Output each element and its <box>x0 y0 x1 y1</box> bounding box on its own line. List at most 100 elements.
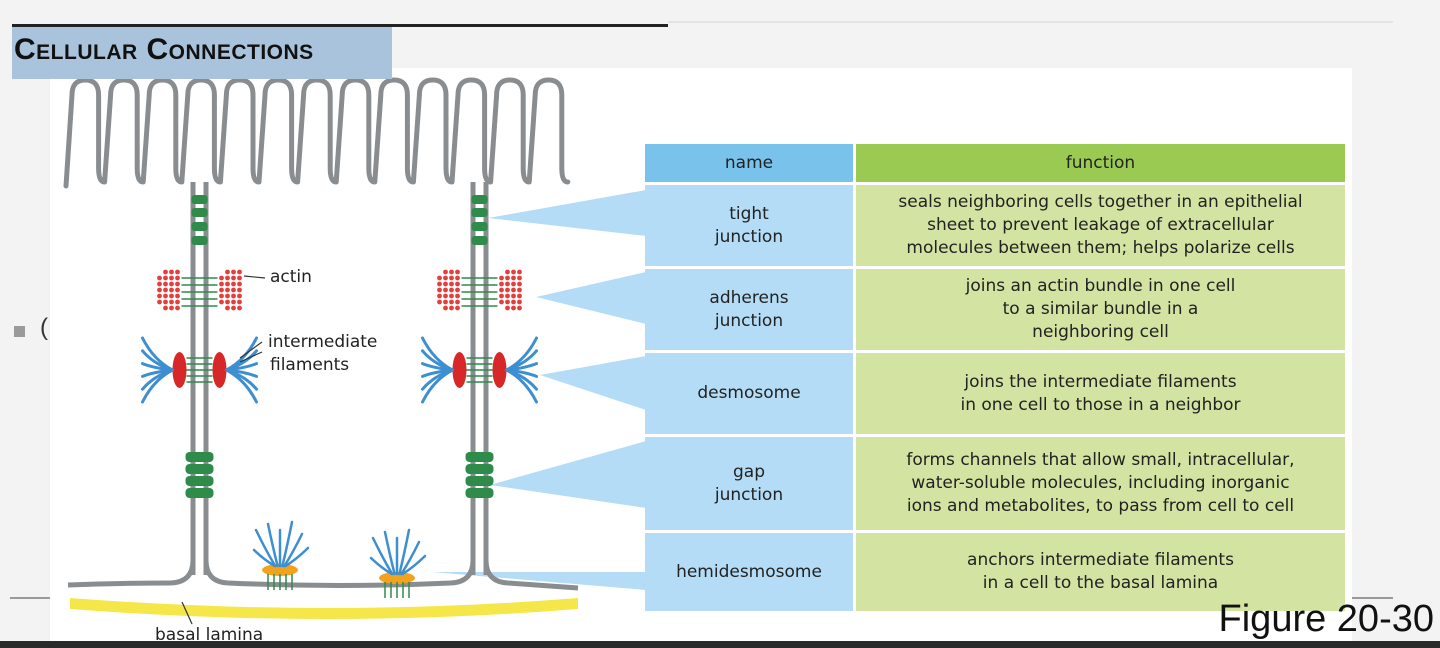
basal-membrane <box>67 580 579 591</box>
junction-name-line: hemidesmosome <box>676 561 822 582</box>
junction-function-line: joins an actin bundle in one cell <box>965 276 1236 296</box>
actin-dot <box>511 305 516 311</box>
actin-dot <box>449 287 454 293</box>
actin-dot <box>499 293 504 299</box>
actin-dot <box>237 305 242 311</box>
actin-dot <box>163 305 168 311</box>
actin-dot <box>219 293 224 299</box>
tight-junction-strand <box>471 236 488 245</box>
actin-dot <box>455 275 460 281</box>
actin-dot <box>169 275 174 281</box>
junction-function-line: anchors intermediate filaments <box>967 550 1234 570</box>
intermediate-filament <box>266 522 279 568</box>
desmosome-plaque <box>172 352 187 388</box>
junction-function-line: forms channels that allow small, intrace… <box>906 450 1295 470</box>
actin-dot <box>225 269 230 275</box>
junction-name-line: junction <box>714 226 784 247</box>
actin-dot <box>517 305 522 311</box>
actin-dot <box>511 281 516 287</box>
actin-dot <box>455 281 460 287</box>
cell-membranes <box>63 77 579 591</box>
actin-dot <box>517 287 522 293</box>
junction-function-line: sheet to prevent leakage of extracellula… <box>927 215 1274 235</box>
intermediate-filament <box>252 548 277 568</box>
junction-name-line: junction <box>714 484 784 505</box>
actin-dot <box>511 287 516 293</box>
junction-name-line: adherens <box>709 287 789 308</box>
actin-dot <box>449 281 454 287</box>
actin-dot <box>443 287 448 293</box>
actin-dot <box>163 287 168 293</box>
label-basal-lamina: basal lamina <box>155 625 263 645</box>
gap-junction-channel <box>465 464 494 474</box>
callout-wedge <box>490 441 646 508</box>
actin-dot <box>505 287 510 293</box>
actin-dot <box>443 305 448 311</box>
title-highlight <box>12 27 392 79</box>
actin-dot <box>499 287 504 293</box>
desmosome-plaque <box>492 352 507 388</box>
bullet-text: ( <box>40 314 48 341</box>
desmosome-plaque <box>452 352 467 388</box>
gap-junction-channel <box>185 464 214 474</box>
basal-curve <box>483 559 509 586</box>
actin-dot <box>499 275 504 281</box>
junction-features <box>141 195 538 598</box>
junction-function-line: water-soluble molecules, including inorg… <box>911 473 1290 493</box>
junction-name-line: gap <box>733 461 765 482</box>
gap-junction-channel <box>185 452 214 462</box>
actin-dot <box>443 275 448 281</box>
intermediate-filament <box>505 368 538 404</box>
hemidesmosome-plaque <box>262 564 298 576</box>
tight-junction-strand <box>191 195 208 204</box>
actin-dot <box>517 269 522 275</box>
actin-dot <box>511 299 516 305</box>
actin-dot <box>163 269 168 275</box>
actin-dot <box>511 293 516 299</box>
gap-junction-channel <box>185 476 214 486</box>
intermediate-filament <box>400 540 421 576</box>
junction-function-line: neighboring cell <box>1032 322 1169 342</box>
junction-name-line: tight <box>729 203 769 224</box>
intermediate-leader <box>239 341 263 363</box>
actin-dot <box>511 269 516 275</box>
title-rule-light <box>668 21 1393 23</box>
tight-junction-strand <box>471 222 488 231</box>
intermediate-filament <box>421 336 454 372</box>
gap-junction-channel <box>185 488 214 498</box>
actin-dot <box>517 293 522 299</box>
actin-dot <box>237 299 242 305</box>
actin-dot <box>175 293 180 299</box>
hemidesmosome-plaque <box>379 572 415 584</box>
actin-dot <box>219 275 224 281</box>
actin-dot <box>443 281 448 287</box>
actin-dot <box>237 293 242 299</box>
actin-dot <box>231 269 236 275</box>
intermediate-filament <box>369 556 394 576</box>
intermediate-filament <box>283 532 304 568</box>
callout-wedges <box>432 190 646 590</box>
intermediate-filament <box>398 528 411 576</box>
basal-curve <box>450 559 476 586</box>
actin-dot <box>455 269 460 275</box>
actin-dot <box>449 299 454 305</box>
intermediate-filament <box>284 546 310 568</box>
actin-dot <box>237 275 242 281</box>
gap-junction-channel <box>465 452 494 462</box>
actin-dot <box>499 299 504 305</box>
actin-dot <box>219 299 224 305</box>
callout-wedge <box>536 272 646 324</box>
actin-dot <box>231 275 236 281</box>
callout-wedge <box>432 572 646 590</box>
actin-dot <box>449 293 454 299</box>
actin-dot <box>219 281 224 287</box>
header-function: function <box>856 144 1345 182</box>
actin-dot <box>175 269 180 275</box>
